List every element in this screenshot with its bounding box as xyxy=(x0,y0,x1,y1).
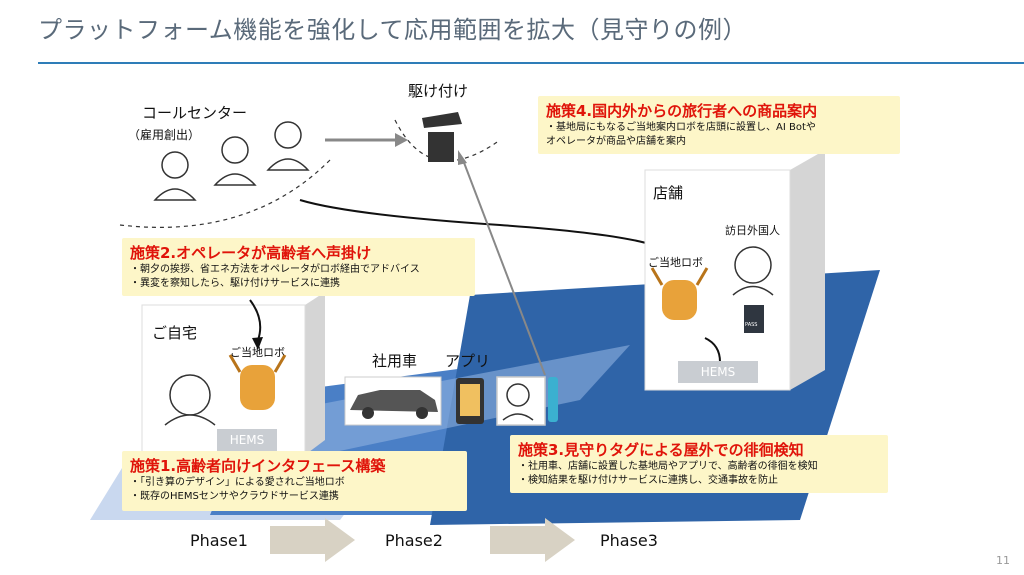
phase-arrow-2 xyxy=(490,518,575,562)
visitor-label: 訪日外国人 xyxy=(725,224,780,237)
link-tag-to-dispatch xyxy=(462,159,546,376)
phase-label: Phase3 xyxy=(600,531,658,550)
passport-label: PASS xyxy=(745,322,758,328)
guard-icon xyxy=(422,112,462,162)
measure3-callout: 施策3.見守りタグによる屋外での徘徊検知 ・社用車、店舗に設置した基地局やアプリ… xyxy=(510,435,888,493)
measure4-heading: 施策4.国内外からの旅行者への商品案内 xyxy=(546,102,818,120)
store-box-side xyxy=(790,150,825,390)
phase-label: Phase2 xyxy=(385,531,443,550)
link-operator-to-store xyxy=(299,199,666,251)
measure1-bullet: ・「引き算のデザイン」による愛されご当地ロボ xyxy=(130,477,345,488)
page-number: 11 xyxy=(996,554,1010,567)
robot-icon-store xyxy=(650,267,709,320)
store-label: 店舗 xyxy=(653,184,684,202)
robot-icon-home xyxy=(228,354,287,410)
home-label: ご自宅 xyxy=(152,324,198,342)
call-center-boundary xyxy=(119,159,331,228)
call-center-label: コールセンター xyxy=(142,104,248,122)
tag-icon xyxy=(548,377,558,422)
car-icon xyxy=(344,376,442,426)
page-title: プラットフォーム機能を強化して応用範囲を拡大（見守りの例） xyxy=(38,16,748,44)
home-box-side xyxy=(305,292,325,455)
measure2-callout: 施策2.オペレータが高齢者へ声掛け ・朝夕の挨拶、省エネ方法をオペレータがロボ経… xyxy=(122,238,475,296)
measure1-callout: 施策1.高齢者向けインタフェース構築 ・「引き算のデザイン」による愛されご当地ロ… xyxy=(122,451,467,511)
dispatch-boundary xyxy=(394,119,501,162)
app-label: アプリ xyxy=(445,352,491,370)
title-divider xyxy=(38,62,1024,64)
measure2-bullet: ・朝夕の挨拶、省エネ方法をオペレータがロボ経由でアドバイス xyxy=(130,264,420,275)
store-robot-label: ご当地ロボ xyxy=(648,256,703,269)
home-robot-label: ご当地ロボ xyxy=(230,346,285,359)
measure1-heading: 施策1.高齢者向けインタフェース構築 xyxy=(130,457,386,475)
measure4-callout: 施策4.国内外からの旅行者への商品案内 ・基地局にもなるご当地案内ロボを店頭に設… xyxy=(538,96,900,154)
elderly-icon xyxy=(164,374,216,426)
passport-icon xyxy=(744,305,764,333)
store-hems-badge: HEMS xyxy=(678,361,758,383)
operator-icon xyxy=(153,121,310,201)
phase-label: Phase1 xyxy=(190,531,248,550)
measure4-bullet: ・基地局にもなるご当地案内ロボを店頭に設置し、AI Botや xyxy=(546,122,816,133)
measure3-heading: 施策3.見守りタグによる屋外での徘徊検知 xyxy=(518,441,804,459)
dispatch-label: 駆け付け xyxy=(408,82,469,100)
phone-icon xyxy=(456,378,484,424)
call-center-sublabel: （雇用創出） xyxy=(128,128,201,142)
measure1-bullet: ・既存のHEMSセンサやクラウドサービス連携 xyxy=(130,491,339,502)
arrow-hems-to-robot xyxy=(704,337,721,363)
measure2-heading: 施策2.オペレータが高齢者へ声掛け xyxy=(130,244,372,262)
vehicle-label: 社用車 xyxy=(372,352,418,370)
measure2-bullet: ・異変を察知したら、駆け付けサービスに連携 xyxy=(130,278,340,289)
measure3-bullet: ・検知結果を駆け付けサービスに連携し、交通事故を防止 xyxy=(518,475,778,486)
store-box xyxy=(644,169,791,391)
measure4-bullet: オペレータが商品や店舗を案内 xyxy=(546,136,686,147)
phase-arrow-1 xyxy=(270,518,355,562)
visitor-icon xyxy=(732,246,774,296)
elderly-icon-outdoor xyxy=(496,376,546,426)
arrow-to-home-robot xyxy=(249,299,262,341)
measure3-bullet: ・社用車、店舗に設置した基地局やアプリで、高齢者の徘徊を検知 xyxy=(518,461,818,472)
home-hems-badge: HEMS xyxy=(217,429,277,451)
